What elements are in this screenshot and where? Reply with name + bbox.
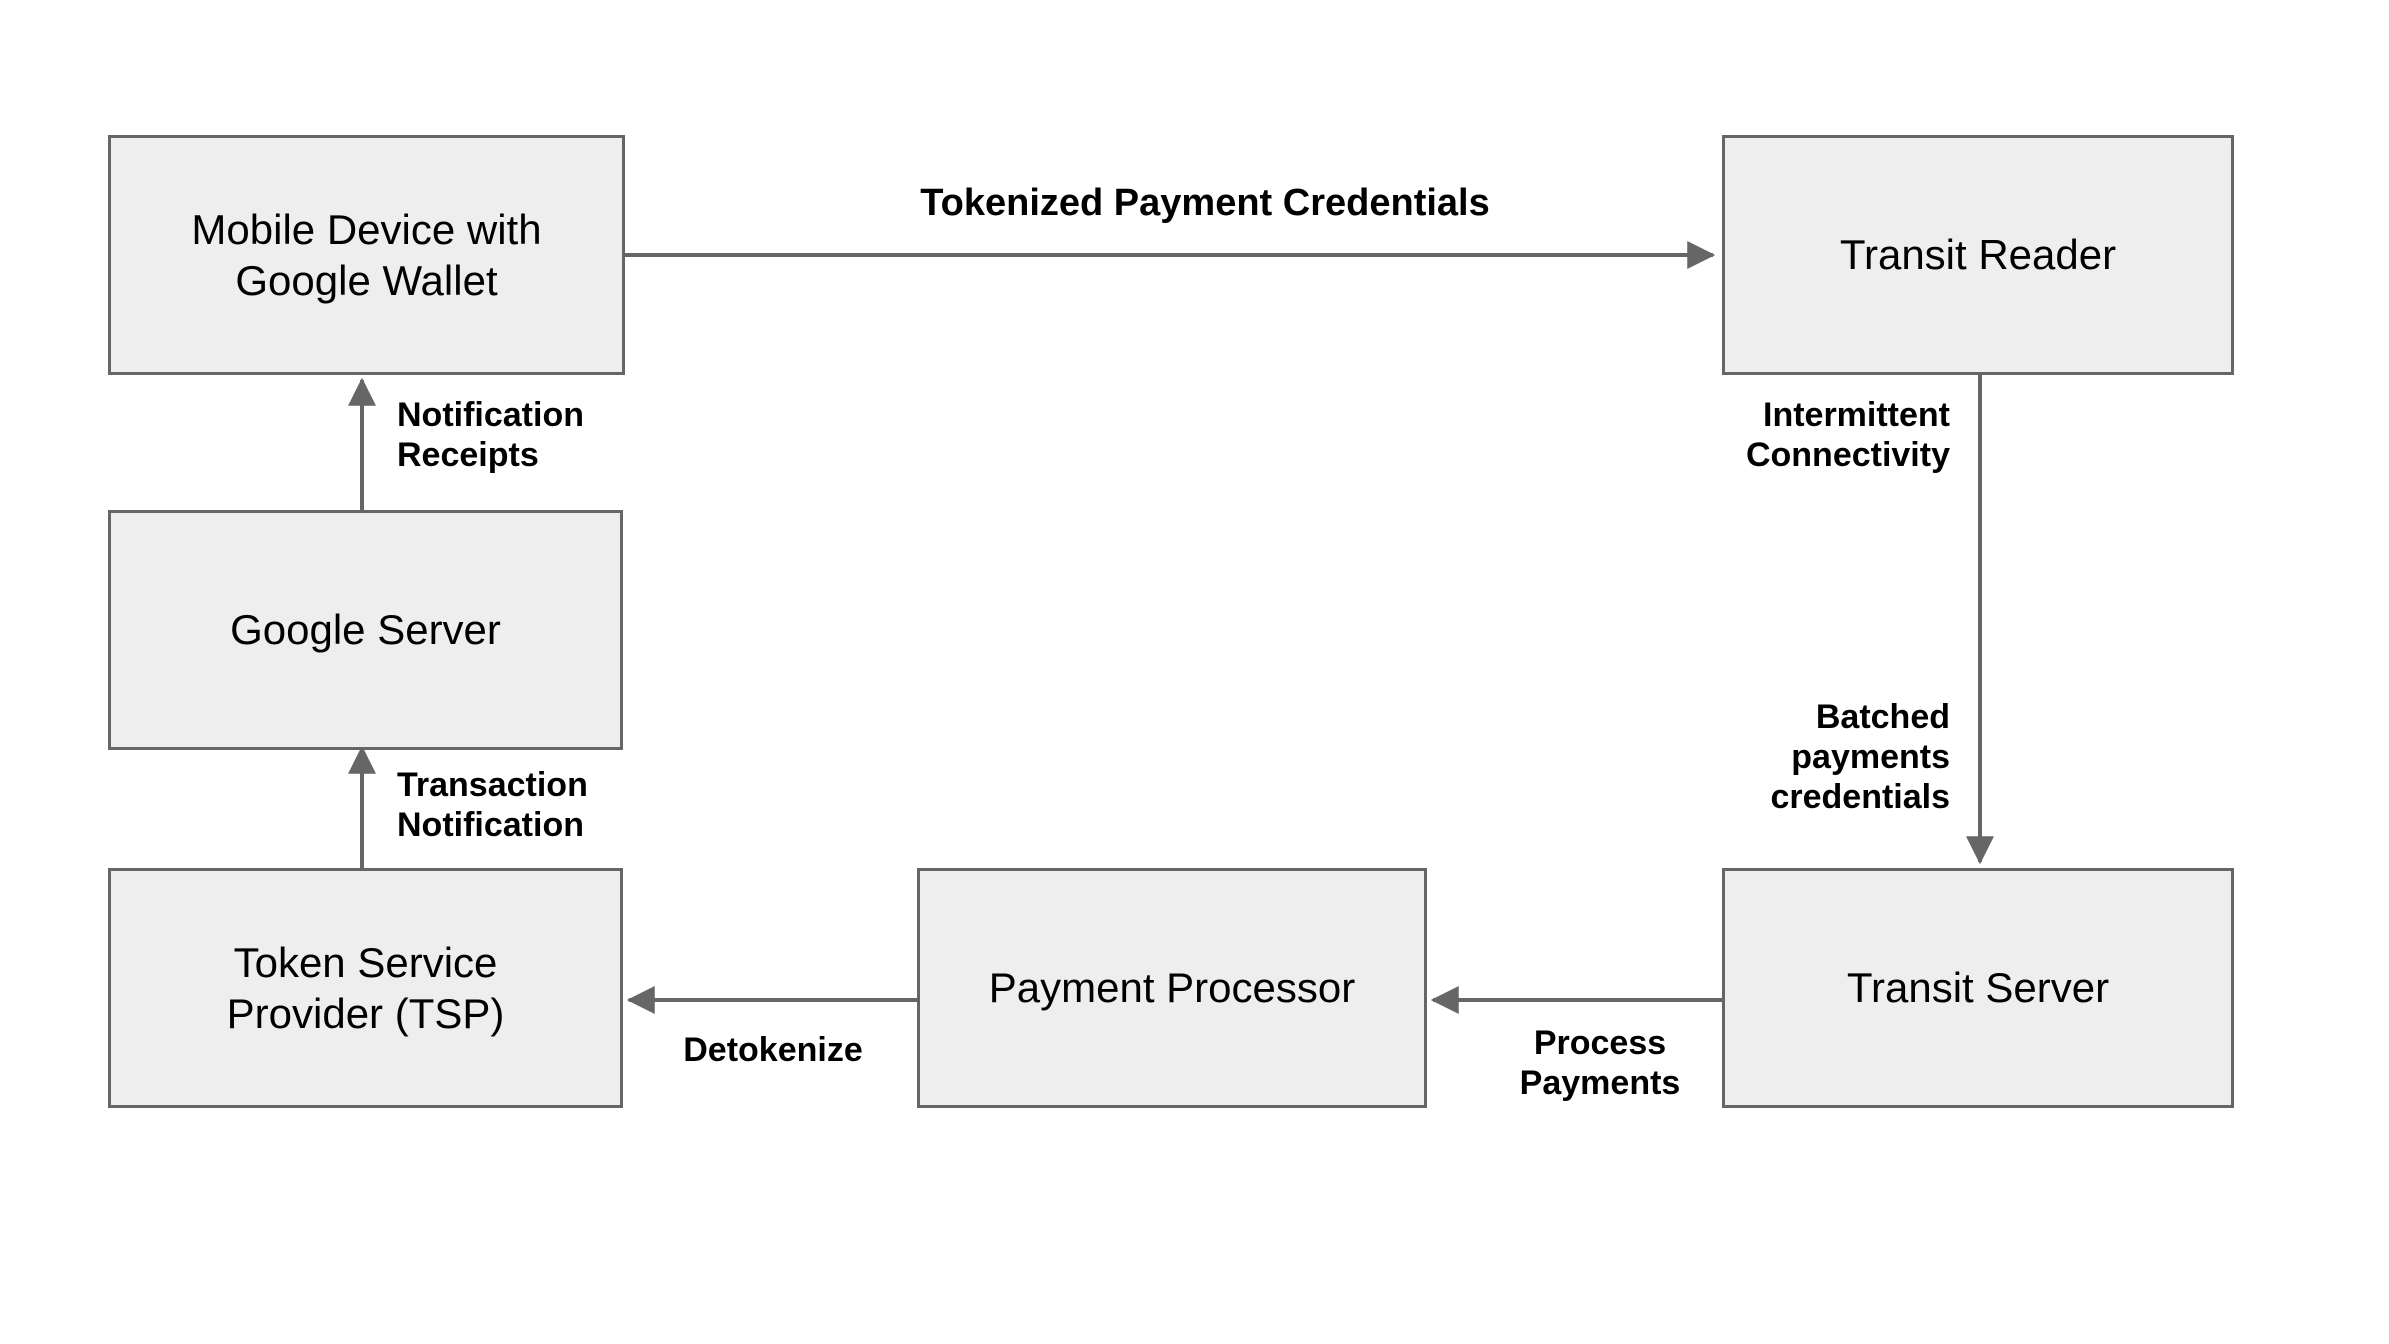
edge-label-process-payments: Process Payments — [1519, 1024, 1681, 1103]
edge-label-intermittent-connectivity: Intermittent Connectivity — [1745, 396, 1950, 475]
node-transit-reader[interactable]: Transit Reader — [1722, 135, 2234, 375]
edge-label-batched-payments-credentials: Batched payments credentials — [1770, 698, 1950, 817]
node-google-server-label: Google Server — [230, 606, 501, 654]
node-google-server[interactable]: Google Server — [108, 510, 623, 750]
node-mobile-device-label: Mobile Device with Google Wallet — [191, 205, 542, 304]
node-transit-server-label: Transit Server — [1846, 964, 2110, 1012]
node-token-service-provider-label: Token Service Provider (TSP) — [226, 938, 505, 1037]
node-mobile-device[interactable]: Mobile Device with Google Wallet — [108, 135, 625, 375]
edge-label-transaction-notification: Transaction Notification — [397, 766, 588, 845]
node-token-service-provider[interactable]: Token Service Provider (TSP) — [108, 868, 623, 1108]
edge-label-tokenized-payment-credentials: Tokenized Payment Credentials — [920, 182, 1490, 224]
node-transit-server[interactable]: Transit Server — [1722, 868, 2234, 1108]
node-payment-processor-label: Payment Processor — [988, 964, 1356, 1012]
node-transit-reader-label: Transit Reader — [1839, 231, 2117, 279]
edge-label-detokenize: Detokenize — [683, 1031, 863, 1069]
edge-label-notification-receipts: Notification Receipts — [397, 396, 584, 475]
node-payment-processor[interactable]: Payment Processor — [917, 868, 1427, 1108]
